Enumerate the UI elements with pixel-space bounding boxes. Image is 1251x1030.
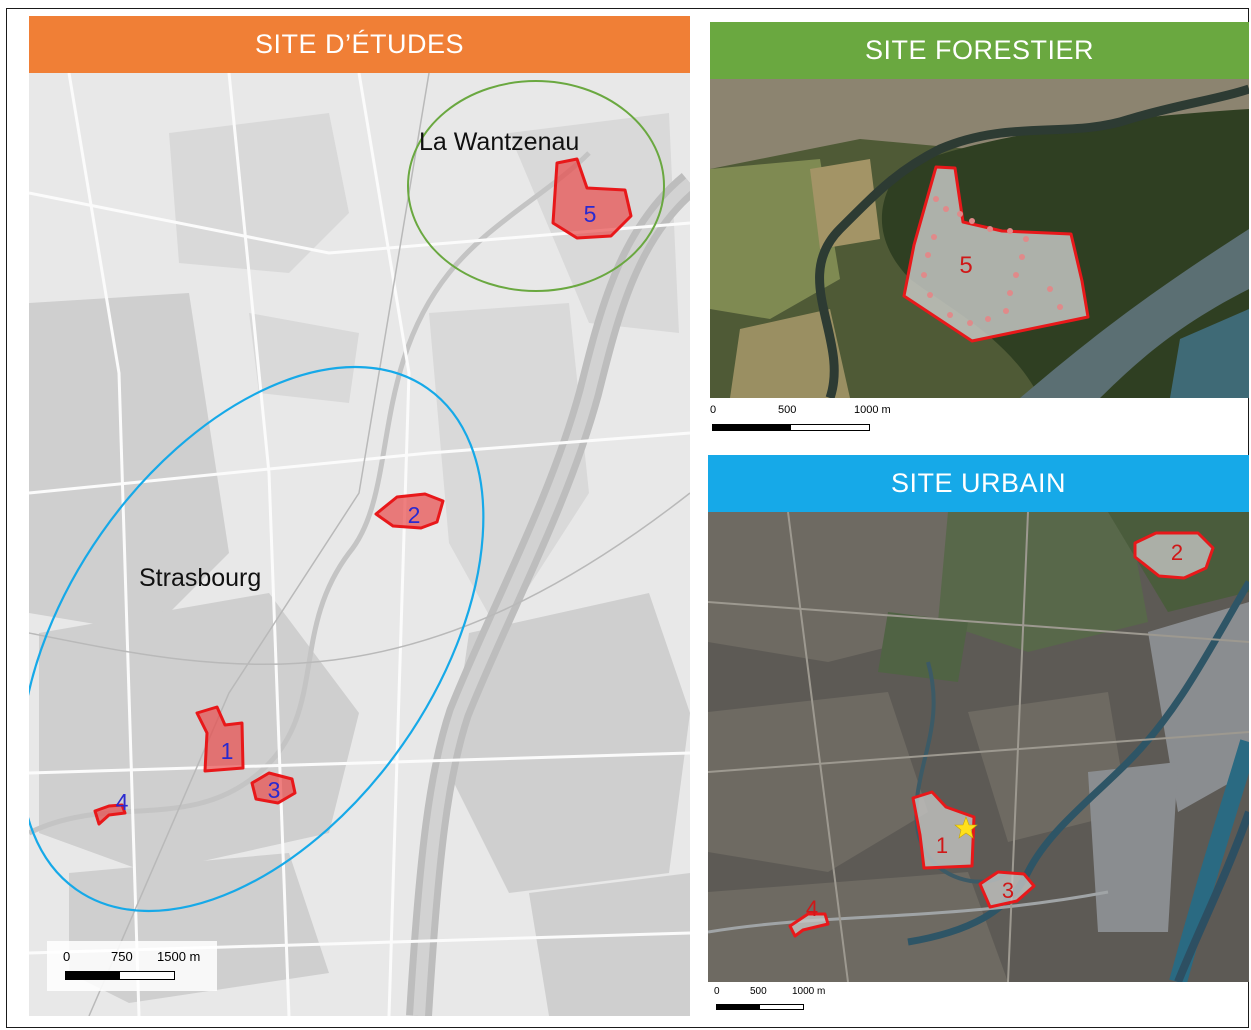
forest-site-map[interactable]: 5 <box>710 79 1249 398</box>
urban-zone-3-number: 3 <box>1002 878 1014 903</box>
forest-scale-zero: 0 <box>710 404 717 416</box>
zone-1-number: 1 <box>221 738 234 764</box>
study-sites-banner: SITE D’ÉTUDES <box>29 16 690 73</box>
forest-zone-sample-points <box>921 196 1063 326</box>
study-sites-title: SITE D’ÉTUDES <box>254 29 465 59</box>
urban-zone-4-number: 4 <box>806 896 818 921</box>
study-scale-mid: 750 <box>111 949 133 964</box>
urban-zone-2[interactable] <box>1133 531 1215 580</box>
urban-site-title: SITE URBAIN <box>890 468 1067 498</box>
forest-site-ellipse <box>407 80 665 292</box>
urban-blocks <box>29 293 690 1016</box>
urban-scale-end: 1000 m <box>792 986 826 997</box>
urban-map-scale: 0 500 1000 m <box>708 984 868 1020</box>
urban-site-banner: SITE URBAIN <box>708 455 1249 512</box>
urban-zone-4[interactable] <box>788 912 830 938</box>
ill-river <box>29 151 591 836</box>
forest-scale-end: 1000 m <box>854 404 891 416</box>
zone-5[interactable] <box>551 157 633 240</box>
urban-site-ellipse <box>29 365 485 913</box>
zone-5-number: 5 <box>584 201 597 227</box>
railways <box>29 73 690 1016</box>
zone-3[interactable] <box>250 771 297 805</box>
zone-3-number: 3 <box>268 777 281 803</box>
forest-site-map-svg: 5 <box>710 79 1249 398</box>
zone-4-number: 4 <box>116 789 129 815</box>
urban-zone-1[interactable] <box>911 790 976 870</box>
forest-scale-mid: 500 <box>778 404 797 416</box>
urban-site-map-svg: 2 1 3 4 <box>708 512 1249 982</box>
study-map-scale: 0 750 1500 m <box>47 941 217 991</box>
zone-4[interactable] <box>93 803 127 826</box>
forest-scale-bar <box>712 424 870 431</box>
forest-site-title: SITE FORESTIER <box>864 35 1095 65</box>
la-wantzenau-label: La Wantzenau <box>419 128 579 156</box>
forest-zone-5-number: 5 <box>959 252 972 279</box>
study-sites-map[interactable]: La Wantzenau Strasbourg 5 2 1 3 4 0 750 … <box>29 73 690 1016</box>
urban-zone-3[interactable] <box>978 870 1036 909</box>
study-scale-end: 1500 m <box>157 949 201 964</box>
urban-zone-1-number: 1 <box>936 833 948 858</box>
strasbourg-label: Strasbourg <box>139 564 261 592</box>
zone-2-number: 2 <box>408 502 421 528</box>
urban-scale-mid: 500 <box>750 986 767 997</box>
urban-scale-bar <box>716 1004 804 1010</box>
forest-map-scale: 0 500 1000 m <box>706 400 906 440</box>
urban-site-map[interactable]: 2 1 3 4 <box>708 512 1249 982</box>
zone-2[interactable] <box>374 492 445 530</box>
study-scale-zero: 0 <box>63 949 71 964</box>
star-icon <box>954 816 978 839</box>
forest-zone-5[interactable] <box>902 165 1090 343</box>
study-scale-bar <box>65 971 175 980</box>
study-sites-map-svg: La Wantzenau Strasbourg 5 2 1 3 4 <box>29 73 690 1016</box>
urban-zone-2-number: 2 <box>1171 540 1183 565</box>
zone-1[interactable] <box>195 705 245 773</box>
urban-scale-zero: 0 <box>714 986 720 997</box>
forest-site-banner: SITE FORESTIER <box>710 22 1249 79</box>
